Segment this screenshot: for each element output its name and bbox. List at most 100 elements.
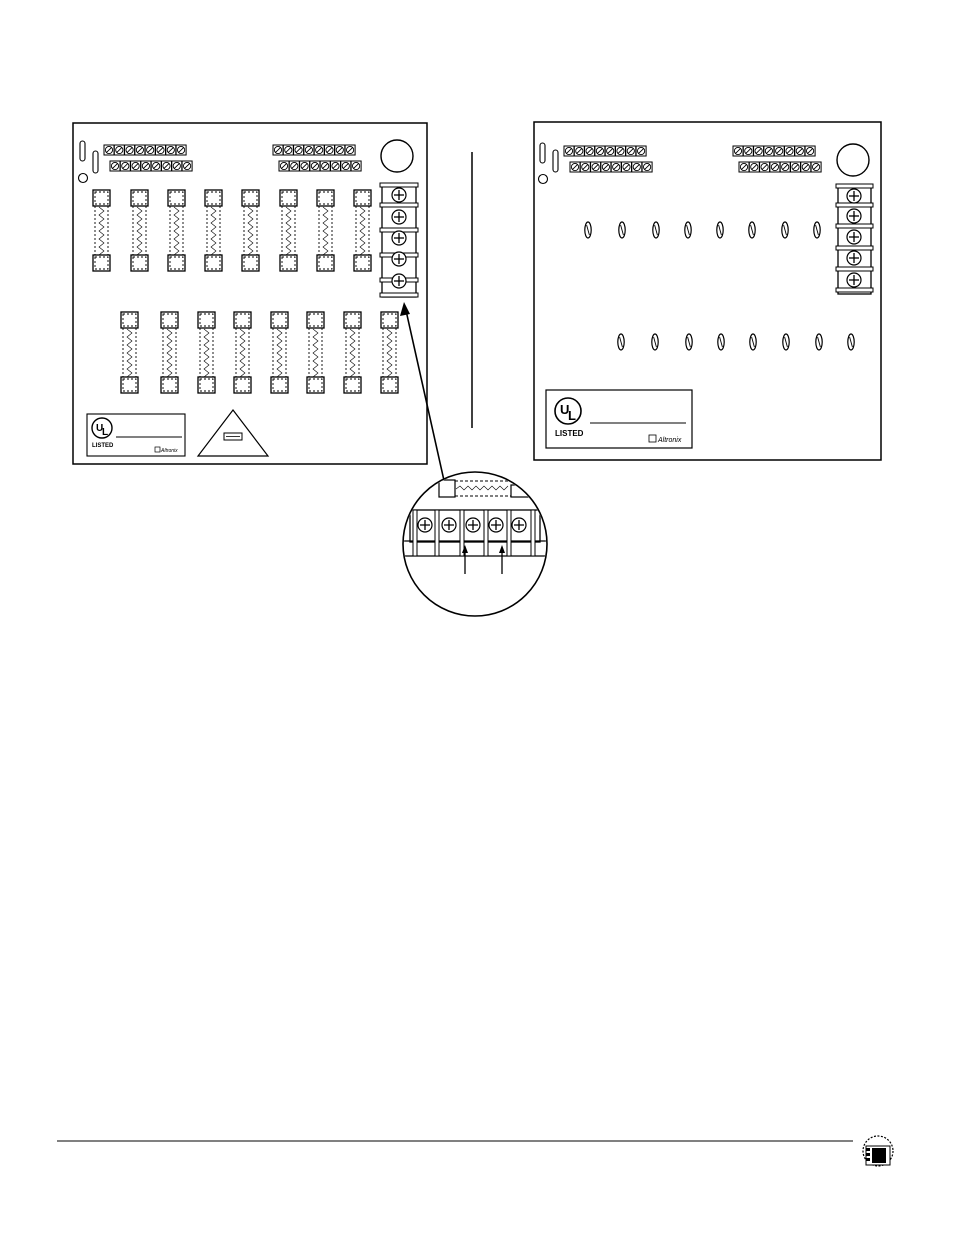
terminal-screw xyxy=(300,161,310,171)
terminal-screw-large xyxy=(392,252,406,266)
terminal-screw xyxy=(805,146,815,156)
terminal-screw xyxy=(145,145,155,155)
terminal-barrier xyxy=(380,183,418,187)
terminal-screw xyxy=(104,145,114,155)
right-mount-hole xyxy=(837,144,869,176)
ptc-element xyxy=(814,222,820,238)
terminal-screw xyxy=(636,146,646,156)
left-mount-hole xyxy=(381,140,413,172)
terminal-screw xyxy=(141,161,151,171)
terminal-screw-large xyxy=(489,518,503,532)
terminal-barrier xyxy=(380,293,418,297)
terminal-screw xyxy=(601,162,611,172)
terminal-barrier xyxy=(460,510,464,556)
terminal-screw xyxy=(114,145,124,155)
ptc-element xyxy=(750,334,756,350)
terminal-screw xyxy=(780,162,790,172)
terminal-screw xyxy=(642,162,652,172)
terminal-barrier xyxy=(380,203,418,207)
ptc-element xyxy=(816,334,822,350)
left-led xyxy=(80,141,85,161)
terminal-screw xyxy=(749,162,759,172)
terminal-screw-large xyxy=(847,273,861,287)
terminal-screw xyxy=(182,161,192,171)
left-diode xyxy=(93,151,98,173)
terminal-screw xyxy=(770,162,780,172)
terminal-screw xyxy=(605,146,615,156)
terminal-barrier xyxy=(484,510,488,556)
terminal-screw xyxy=(310,161,320,171)
terminal-screw xyxy=(743,146,753,156)
terminal-screw xyxy=(801,162,811,172)
terminal-screw-large xyxy=(847,189,861,203)
right-diode xyxy=(553,150,558,172)
terminal-screw xyxy=(351,161,361,171)
terminal-screw xyxy=(166,145,176,155)
terminal-screw xyxy=(611,162,621,172)
ptc-element xyxy=(619,222,625,238)
terminal-screw-large xyxy=(442,518,456,532)
terminal-screw-large xyxy=(847,209,861,223)
terminal-screw xyxy=(570,162,580,172)
terminal-screw xyxy=(156,145,166,155)
right-ul-label: U L LISTED Altronix xyxy=(546,390,692,448)
left-mount-hole-small xyxy=(79,174,88,183)
terminal-screw xyxy=(120,161,130,171)
terminal-screw xyxy=(345,145,355,155)
terminal-screw-large xyxy=(512,518,526,532)
left-brand-icon xyxy=(155,447,160,452)
right-brand-icon xyxy=(649,435,656,442)
terminal-screw-large xyxy=(847,251,861,265)
ptc-element xyxy=(618,334,624,350)
terminal-barrier xyxy=(413,510,417,556)
ptc-element xyxy=(783,334,789,350)
terminal-screw xyxy=(341,161,351,171)
callout-magnifier xyxy=(403,472,547,616)
terminal-screw xyxy=(304,145,314,155)
terminal-screw xyxy=(125,145,135,155)
terminal-screw xyxy=(632,162,642,172)
terminal-screw xyxy=(335,145,345,155)
ptc-element xyxy=(585,222,591,238)
ptc-element xyxy=(848,334,854,350)
recycle-logo-icon xyxy=(863,1136,893,1166)
terminal-screw xyxy=(616,146,626,156)
terminal-screw xyxy=(294,145,304,155)
terminal-barrier xyxy=(836,184,873,188)
terminal-screw xyxy=(754,146,764,156)
terminal-screw xyxy=(325,145,335,155)
terminal-screw xyxy=(110,161,120,171)
terminal-screw xyxy=(585,146,595,156)
terminal-screw-large xyxy=(418,518,432,532)
terminal-screw xyxy=(279,161,289,171)
terminal-screw xyxy=(176,145,186,155)
terminal-screw-large xyxy=(392,188,406,202)
terminal-screw xyxy=(564,146,574,156)
terminal-screw xyxy=(622,162,632,172)
right-brand: Altronix xyxy=(657,437,682,444)
terminal-barrier xyxy=(836,224,873,228)
terminal-screw xyxy=(574,146,584,156)
terminal-screw xyxy=(811,162,821,172)
left-brand: Altronix xyxy=(160,448,178,454)
left-ul-l: L xyxy=(102,427,108,438)
terminal-screw xyxy=(785,146,795,156)
terminal-screw xyxy=(273,145,283,155)
terminal-screw xyxy=(795,146,805,156)
ptc-element xyxy=(782,222,788,238)
terminal-screw xyxy=(283,145,293,155)
right-led xyxy=(540,143,545,163)
terminal-screw xyxy=(289,161,299,171)
terminal-screw-large xyxy=(392,231,406,245)
terminal-screw xyxy=(314,145,324,155)
terminal-screw xyxy=(764,146,774,156)
terminal-barrier xyxy=(836,246,873,250)
right-mount-hole-small xyxy=(539,175,548,184)
terminal-barrier xyxy=(435,510,439,556)
right-ul-l: L xyxy=(568,408,576,423)
right-ul-listed: LISTED xyxy=(555,429,584,438)
left-ul-label: U L LISTED Altronix xyxy=(87,414,185,456)
left-ul-listed: LISTED xyxy=(92,443,114,449)
terminal-screw xyxy=(760,162,770,172)
terminal-screw xyxy=(331,161,341,171)
